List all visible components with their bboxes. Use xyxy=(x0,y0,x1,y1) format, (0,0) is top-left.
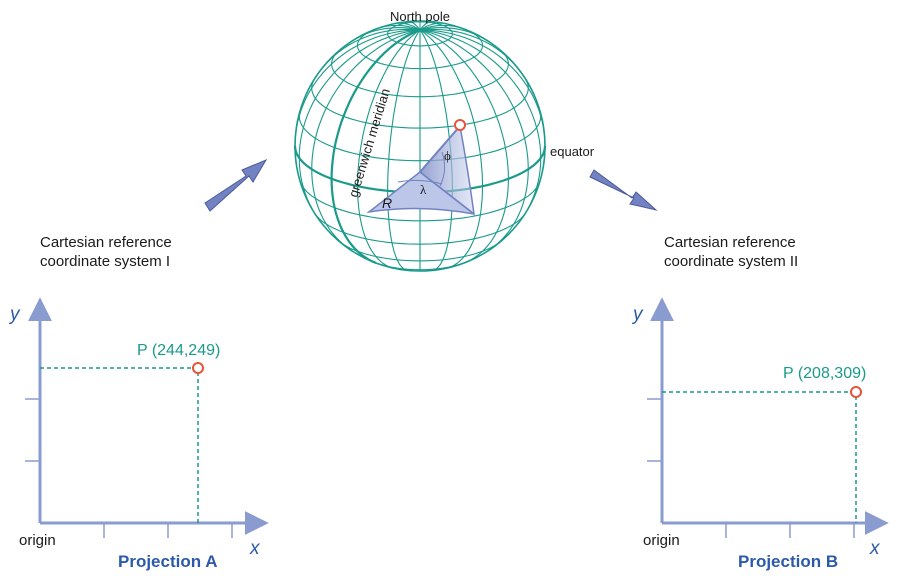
left-x-axis-label: x xyxy=(249,538,261,559)
meridian-line xyxy=(419,29,542,220)
parallel-line xyxy=(331,50,509,98)
right-caption-line2: coordinate system II xyxy=(664,253,798,270)
radius-line xyxy=(419,125,461,173)
parallel-line xyxy=(299,180,541,222)
left-caption-line2: coordinate system I xyxy=(40,253,170,270)
latitude-symbol: ϕ xyxy=(444,148,451,163)
parallel-line xyxy=(311,79,529,129)
north-pole-label: North pole xyxy=(390,9,450,24)
left-arrow xyxy=(204,158,268,212)
right-caption-line1: Cartesian reference xyxy=(664,234,796,251)
left-coordinate-system: Cartesian reference coordinate system I … xyxy=(8,234,269,571)
longitude-sector xyxy=(366,171,475,215)
left-point-marker xyxy=(192,362,204,374)
globe: North pole equator R λ ϕ greenwich merid… xyxy=(293,9,595,272)
radius-symbol: R xyxy=(382,195,392,211)
meridian-line xyxy=(419,29,529,252)
globe-grid xyxy=(293,20,547,272)
meridian-line xyxy=(298,29,421,220)
right-point-marker xyxy=(850,386,862,398)
left-point-label: P (244,249) xyxy=(137,342,220,359)
parallel-line xyxy=(387,21,453,47)
globe-outline xyxy=(294,20,546,272)
meridian-line xyxy=(356,29,421,269)
parallel-line xyxy=(356,28,484,70)
left-origin-label: origin xyxy=(19,532,56,549)
globe-point-marker xyxy=(454,119,466,131)
phi-arc xyxy=(439,151,446,187)
parallel-line xyxy=(313,212,527,245)
left-projection-label: Projection A xyxy=(118,552,218,571)
right-coordinate-system: Cartesian reference coordinate system II… xyxy=(631,234,889,571)
right-x-axis-label: x xyxy=(869,538,881,559)
right-y-axis-label: y xyxy=(631,304,644,325)
left-y-axis-label: y xyxy=(8,304,21,325)
left-caption-line1: Cartesian reference xyxy=(40,234,172,251)
angle-wedge xyxy=(366,119,475,216)
meridian-line xyxy=(419,29,484,269)
right-origin-label: origin xyxy=(643,532,680,549)
meridian-line xyxy=(387,29,421,271)
longitude-symbol: λ xyxy=(420,182,427,197)
equator-label: equator xyxy=(550,144,595,159)
right-projection-label: Projection B xyxy=(738,552,838,571)
right-arrow xyxy=(589,169,658,211)
right-point-label: P (208,309) xyxy=(783,365,866,382)
meridian-line xyxy=(311,29,421,252)
parallel-line xyxy=(338,240,502,262)
lambda-arc xyxy=(397,179,443,185)
greenwich-meridian-label: greenwich meridian xyxy=(346,87,393,199)
